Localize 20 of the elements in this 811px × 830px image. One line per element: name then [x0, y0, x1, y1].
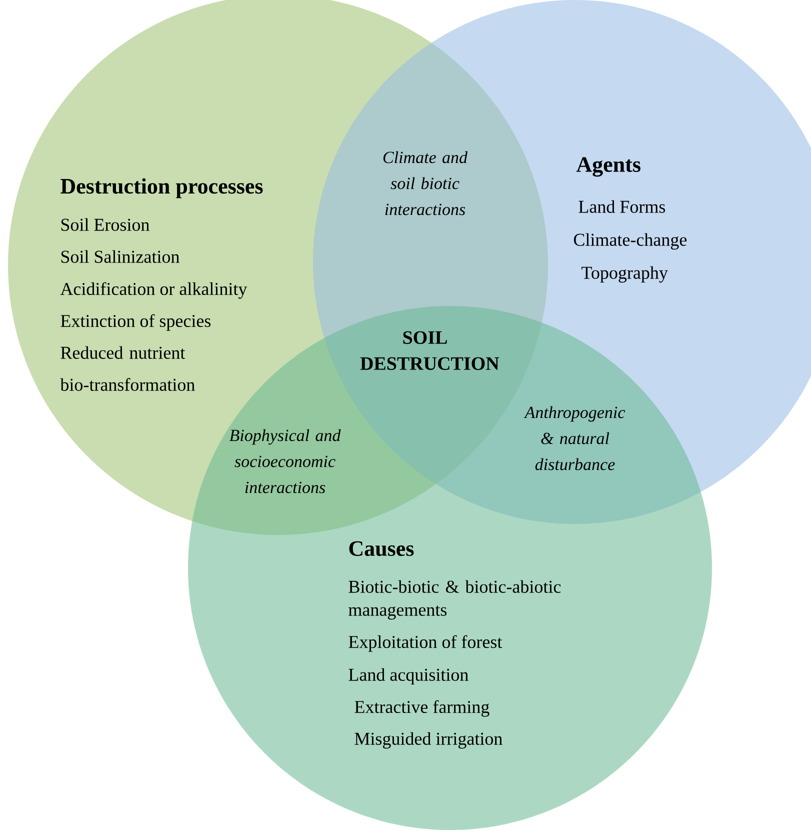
- list-item: Land Forms: [578, 200, 666, 213]
- region-label: Climate and soil biotic interactions: [383, 151, 468, 216]
- list-item: Land acquisition: [348, 668, 468, 685]
- list-item: Acidification or alkalinity: [60, 282, 248, 299]
- heading: Causes: [349, 541, 414, 556]
- list-item: Reduced nutrient bio-transformation: [60, 346, 195, 391]
- list-item: Extractive farming: [354, 700, 490, 717]
- list-item: Biotic-biotic & biotic-abiotic managements: [348, 580, 561, 620]
- heading: Destruction processes: [60, 178, 263, 198]
- region-label: Anthropogenic & natural disturbance: [524, 406, 626, 470]
- list-item: Climate-change: [574, 233, 687, 250]
- region-label: Biophysical and socioeconomic interactions: [229, 429, 341, 494]
- list-item: Misguided irrigation: [354, 732, 502, 749]
- heading: Agents: [576, 157, 640, 177]
- list-item: Topography: [582, 266, 668, 283]
- list-item: Extinction of species: [60, 314, 211, 331]
- list-item: Soil Erosion: [61, 218, 150, 231]
- list-item: Soil Salinization: [61, 250, 180, 263]
- center-label: SOIL DESTRUCTION: [360, 331, 500, 370]
- list-item: Exploitation of forest: [348, 635, 502, 652]
